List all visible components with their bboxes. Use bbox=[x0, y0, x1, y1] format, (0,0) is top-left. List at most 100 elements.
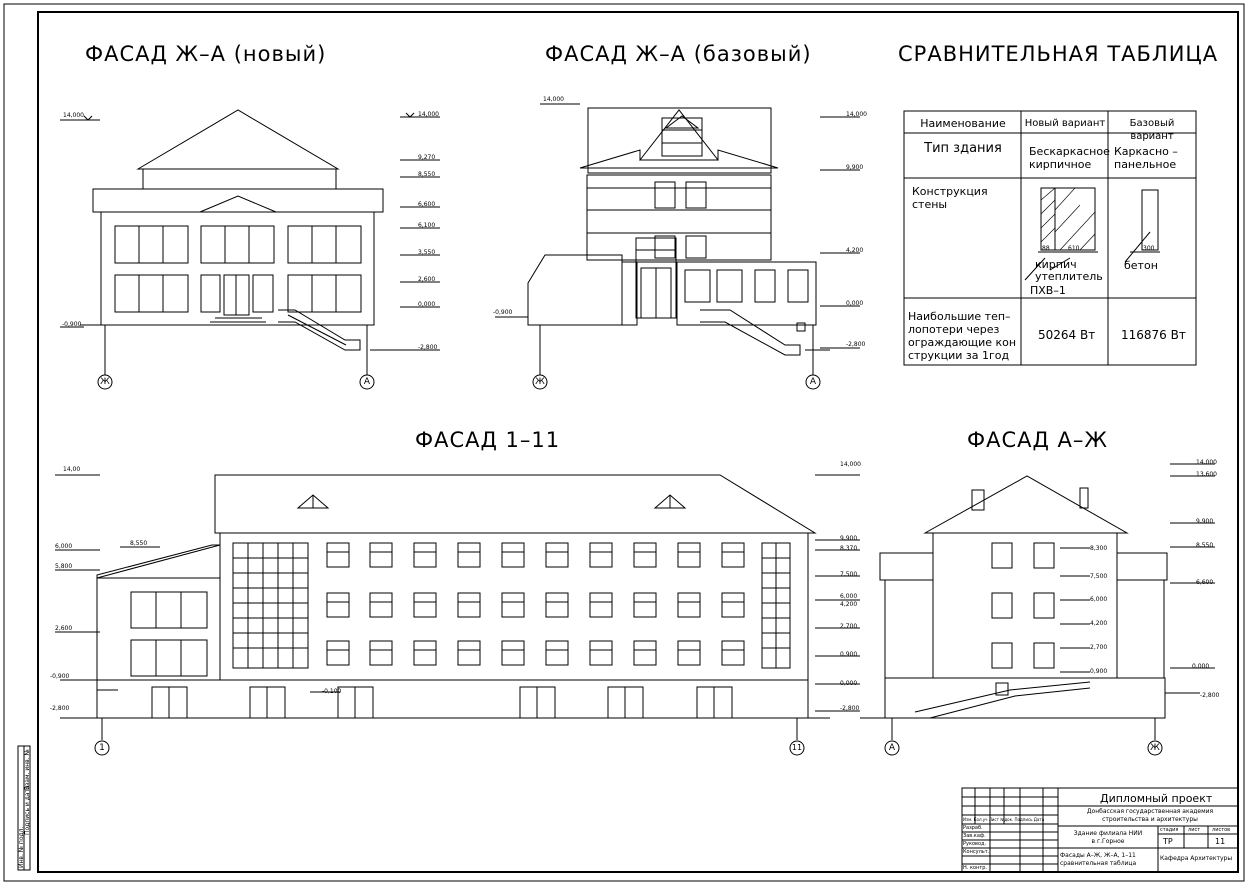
facade-window bbox=[633, 542, 657, 568]
facade-window bbox=[413, 542, 437, 568]
stamp-project: Дипломный проект bbox=[1100, 792, 1213, 805]
axis-label: А bbox=[809, 377, 817, 387]
table-header-new: Новый вариант bbox=[1024, 118, 1106, 129]
facade-window bbox=[501, 640, 525, 666]
facade-window bbox=[721, 592, 745, 618]
wall-base-material: бетон bbox=[1124, 259, 1158, 272]
stamp-building: Здание филиала НИИ в г.Горное bbox=[1073, 830, 1143, 845]
level-label: 14,000 bbox=[840, 461, 861, 468]
level-label: 9,900 bbox=[846, 164, 864, 171]
wall-base-dim: 300 bbox=[1143, 245, 1155, 252]
level-label: 14,00 bbox=[63, 466, 81, 473]
stamp-role: Н. контр. bbox=[963, 865, 987, 871]
level-label: 2,700 bbox=[840, 623, 858, 630]
stamp-role: Консульт. bbox=[963, 849, 990, 855]
level-markers-new bbox=[60, 112, 440, 351]
facade-window bbox=[369, 640, 393, 666]
inner-frame bbox=[37, 11, 1239, 873]
table-header-base: Базовый вариант bbox=[1129, 118, 1175, 142]
table-header-name: Наименование bbox=[920, 117, 1006, 130]
table-row1-name: Тип здания bbox=[924, 141, 1002, 156]
level-markers-1-11 bbox=[55, 474, 860, 712]
level-label: -2,800 bbox=[846, 341, 866, 348]
level-label: 0,000 bbox=[418, 301, 436, 308]
level-label: 0,900 bbox=[1090, 668, 1108, 675]
facade-window bbox=[589, 542, 613, 568]
table-row3-name: Наибольшие теп– лопотери через ограждающ… bbox=[908, 310, 1017, 362]
facade-window bbox=[369, 592, 393, 618]
axis-label: Ж bbox=[100, 377, 110, 387]
stamp-stage-header: стадия bbox=[1160, 827, 1179, 833]
level-label: 13,600 bbox=[1196, 471, 1217, 478]
table-row1-new: Бескаркасное кирпичное bbox=[1029, 145, 1110, 171]
level-label: -2,800 bbox=[840, 705, 860, 712]
facade-window bbox=[721, 640, 745, 666]
level-label: 14,000 bbox=[63, 112, 84, 119]
margin-replacement: Взам. инв. № bbox=[24, 749, 31, 790]
level-label: 6,000 bbox=[55, 543, 73, 550]
level-label: 6,000 bbox=[1090, 596, 1108, 603]
facade-window bbox=[326, 542, 350, 568]
level-label: 14,000 bbox=[846, 111, 867, 118]
facade-window bbox=[501, 592, 525, 618]
level-label: 7,500 bbox=[840, 571, 858, 578]
axis-label: Ж bbox=[535, 377, 545, 387]
level-label: 7,500 bbox=[1090, 573, 1108, 580]
level-label: 14,000 bbox=[1196, 459, 1217, 466]
stamp-department: Кафедра Архитектуры bbox=[1160, 855, 1233, 862]
facade-window bbox=[589, 640, 613, 666]
axis-label: 11 bbox=[791, 743, 803, 752]
outer-border bbox=[3, 3, 1245, 882]
facade-a-zh-drawing bbox=[860, 475, 1200, 756]
level-label: 0,900 bbox=[840, 651, 858, 658]
level-label: 9,900 bbox=[1196, 518, 1214, 525]
wall-new-dim2: 610 bbox=[1068, 245, 1080, 252]
level-label: 4,200 bbox=[1090, 620, 1108, 627]
comparison-table-lines bbox=[903, 110, 1197, 366]
stamp-role: Разраб. bbox=[963, 825, 983, 831]
stamp-sheets: 11 bbox=[1215, 837, 1226, 846]
facade-window bbox=[369, 542, 393, 568]
title-facade-new: ФАСАД Ж–А (новый) bbox=[85, 42, 327, 66]
table-row3-new: 50264 Вт bbox=[1038, 328, 1096, 342]
level-label: 0,000 bbox=[840, 680, 858, 687]
facade-window bbox=[677, 640, 701, 666]
facade-base-drawing bbox=[495, 107, 830, 390]
stamp-stage: ТР bbox=[1163, 837, 1173, 846]
facade-window bbox=[545, 640, 569, 666]
level-label: 8,550 bbox=[1196, 542, 1214, 549]
level-label: 3,550 bbox=[418, 249, 436, 256]
level-label: 9,900 bbox=[840, 535, 858, 542]
facade-1-11-drawing bbox=[60, 474, 830, 756]
title-facade-base: ФАСАД Ж–А (базовый) bbox=[545, 42, 812, 66]
level-label: -2,800 bbox=[50, 705, 70, 712]
axis-label: Ж bbox=[1150, 743, 1160, 753]
facade-window bbox=[413, 592, 437, 618]
table-row1-base: Каркасно – панельное bbox=[1114, 145, 1178, 171]
margin-signature: Подпись и дата bbox=[24, 785, 31, 835]
facade-window bbox=[721, 542, 745, 568]
level-label: 9,270 bbox=[418, 154, 436, 161]
level-label: 6,000 bbox=[840, 593, 858, 600]
title-facade-1-11: ФАСАД 1–11 bbox=[415, 428, 561, 452]
facade-new-drawing bbox=[80, 109, 410, 390]
wall-new-insulation: утеплитель bbox=[1035, 270, 1103, 283]
level-label: 0,000 bbox=[1192, 663, 1210, 670]
level-label: 6,100 bbox=[418, 222, 436, 229]
level-label: -0,900 bbox=[493, 309, 513, 316]
level-label: 8,370 bbox=[840, 545, 858, 552]
facade-window bbox=[545, 592, 569, 618]
level-label: 6,600 bbox=[418, 201, 436, 208]
title-comparison-table: СРАВНИТЕЛЬНАЯ ТАБЛИЦА bbox=[898, 42, 1219, 66]
facade-window bbox=[326, 592, 350, 618]
wall-new-dim1: 88 bbox=[1042, 245, 1050, 252]
level-label: 14,000 bbox=[543, 96, 564, 103]
level-label: -2,800 bbox=[1200, 692, 1220, 699]
level-label: 2,600 bbox=[55, 625, 73, 632]
level-label: 8,300 bbox=[1090, 545, 1108, 552]
level-label: 14,000 bbox=[418, 111, 439, 118]
level-label: 4,200 bbox=[840, 601, 858, 608]
facade-window bbox=[545, 542, 569, 568]
